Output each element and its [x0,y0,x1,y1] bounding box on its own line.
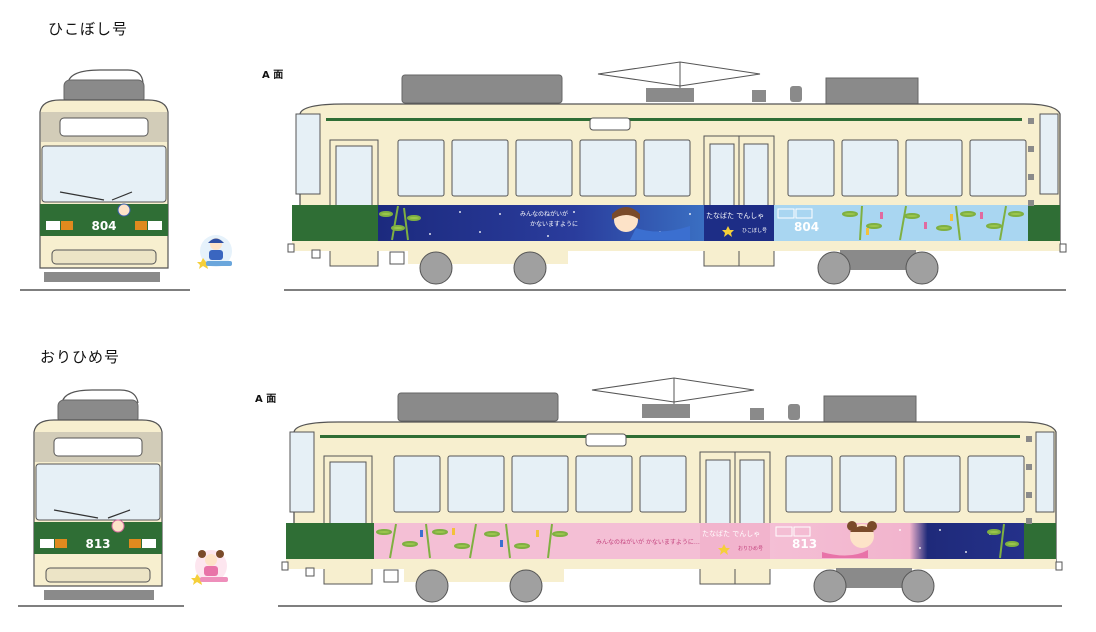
orihime-front-number: 813 [85,537,110,551]
hikoboshi-front-view: 804 [20,69,190,291]
orihime-character-badge [191,550,228,585]
hikoboshi-wrap-sub: ひこぼし号 [742,227,767,234]
hikoboshi-wish-line-1: みんなのねがいが [520,210,568,218]
orihime-side-number: 813 [792,537,817,551]
hikoboshi-wrap-name: たなばた でんしゃ [706,211,764,220]
hikoboshi-front-number: 804 [91,219,116,233]
orihime-wrap-sub: おりひめ号 [738,545,763,552]
hikoboshi-title: ひこぼし号 [48,20,129,38]
hikoboshi-side-number: 804 [794,220,819,234]
hikoboshi-side-label: A 面 [262,70,284,81]
hikoboshi-character-badge [197,235,232,269]
orihime-front-view: 813 [18,389,184,607]
orihime-wrap-name: たなばた でんしゃ [702,529,760,538]
orihime-side-view: みんなのねがいが かないますように… たなばた でんしゃ おりひめ号 813 [278,377,1063,607]
hikoboshi-wish-line-2: かないますように [530,221,578,228]
orihime-title: おりひめ号 [40,348,121,366]
orihime-wish-text: みんなのねがいが かないますように… [596,538,700,546]
orihime-side-label: A 面 [255,394,277,405]
hikoboshi-side-view: みんなのねがいが かないますように たなばた でんしゃ ひこぼし号 804 [284,61,1067,291]
